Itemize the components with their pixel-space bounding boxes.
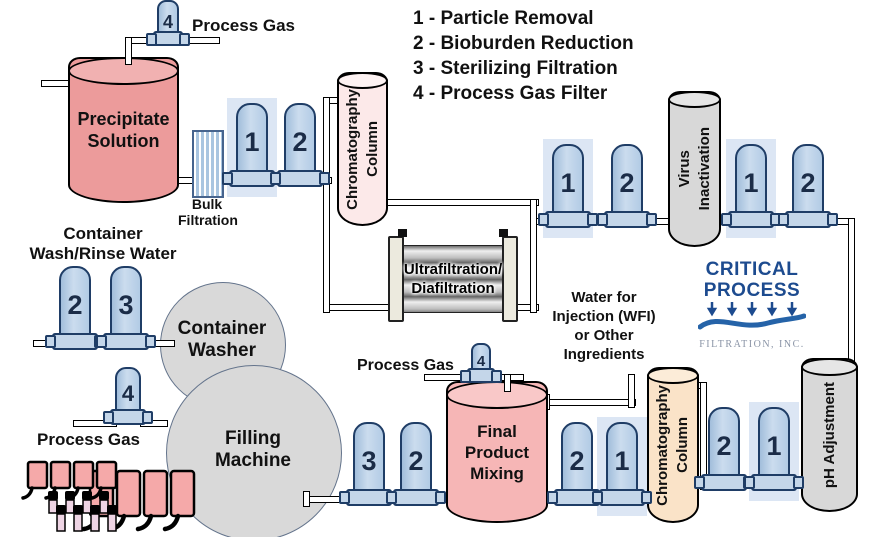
ph-adjustment-column: pH Adjustment [801, 358, 858, 512]
filter-pre-mixing-1: 1 [592, 422, 652, 506]
pipe [628, 374, 635, 408]
tank-top [337, 72, 388, 89]
precipitate-solution-tank: Precipitate Solution [68, 57, 179, 203]
filter-post-uf-2: 2 [597, 144, 657, 228]
chromatography-column-bottom: Chromatography Column [647, 367, 699, 523]
process-gas-bottom-left-label: Process Gas [37, 430, 141, 449]
uf-port [398, 229, 407, 237]
pipe-cap [303, 491, 310, 507]
pipe [323, 97, 330, 313]
tank-top [68, 57, 179, 85]
filter-wash-water-3: 3 [96, 266, 156, 350]
critical-process-logo: CRITICAL PROCESS FILTRATION, INC. [690, 259, 814, 350]
ultrafiltration-label: Ultrafiltration/ Diafiltration [403, 261, 503, 297]
pipe [125, 37, 132, 65]
chromatography-column-bottom-label: Chromatography Column [654, 384, 691, 506]
ultrafiltration-skid: Ultrafiltration/ Diafiltration [388, 229, 518, 322]
filter-washer-gas: 4 [103, 367, 153, 425]
tank-top [801, 358, 858, 376]
wfi-label: Water for Injection (WFI) or Other Ingre… [552, 289, 656, 363]
ph-adjustment-label: pH Adjustment [820, 381, 838, 489]
legend-item-2: 2 - Bioburden Reduction [413, 33, 634, 54]
final-product-mixing-tank: Final Product Mixing [446, 381, 548, 523]
filter-wash-water-2: 2 [45, 266, 105, 350]
filter-post-mixing-2: 2 [386, 422, 446, 506]
pipe [41, 80, 70, 87]
logo-line-3: FILTRATION, INC. [699, 339, 805, 350]
virus-inactivation-label: Virus Inactivation [675, 127, 713, 211]
uf-end-cap [502, 236, 518, 322]
process-gas-mixing-label: Process Gas [357, 357, 454, 374]
pipe [540, 399, 636, 406]
filter-post-virus-1: 1 [721, 144, 781, 228]
logo-line-2: PROCESS [703, 280, 801, 301]
uf-port [499, 229, 508, 237]
filter-post-ph-2: 2 [694, 407, 754, 491]
legend-item-1: 1 - Particle Removal [413, 8, 594, 29]
filter-post-uf-1: 1 [538, 144, 598, 228]
legend-item-4: 4 - Process Gas Filter [413, 83, 608, 104]
product-containers-graphic [21, 460, 196, 532]
chromatography-column-top: Chromatography Column [337, 72, 388, 226]
filter-precipitate-vent: 4 [146, 0, 190, 46]
virus-inactivation-column: Virus Inactivation [668, 91, 721, 247]
logo-line-1: CRITICAL [705, 259, 799, 280]
chromatography-column-top-label: Chromatography Column [343, 88, 381, 210]
pipe [380, 199, 539, 206]
container-wash-rinse-label: Container Wash/Rinse Water [29, 224, 177, 263]
filling-machine-label: Filling Machine [214, 428, 292, 471]
bulk-filtration-module [192, 130, 224, 198]
filter-post-bulk-2: 2 [270, 103, 330, 187]
filter-mixing-vent: 4 [460, 343, 502, 383]
final-product-mixing-label: Final Product Mixing [464, 421, 530, 483]
logo-wave-graphic [697, 302, 807, 330]
uf-end-cap [388, 236, 404, 322]
uf-tubes [396, 245, 510, 313]
legend-item-3: 3 - Sterilizing Filtration [413, 58, 618, 79]
filter-post-bulk-1: 1 [222, 103, 282, 187]
pipe [504, 374, 511, 392]
precipitate-solution-label: Precipitate Solution [77, 109, 170, 151]
legend: 1 - Particle Removal 2 - Bioburden Reduc… [413, 6, 634, 106]
tank-top [668, 91, 721, 108]
bulk-filtration-label: Bulk Filtration [178, 196, 238, 228]
filter-post-virus-2: 2 [778, 144, 838, 228]
pipe [325, 304, 397, 311]
container-washer-label: Container Washer [177, 318, 267, 361]
pipe [530, 199, 537, 313]
filter-post-ph-1: 1 [744, 407, 804, 491]
filling-machine-circle [166, 365, 342, 537]
process-gas-top-label: Process Gas [192, 16, 296, 35]
tank-top [647, 367, 699, 384]
